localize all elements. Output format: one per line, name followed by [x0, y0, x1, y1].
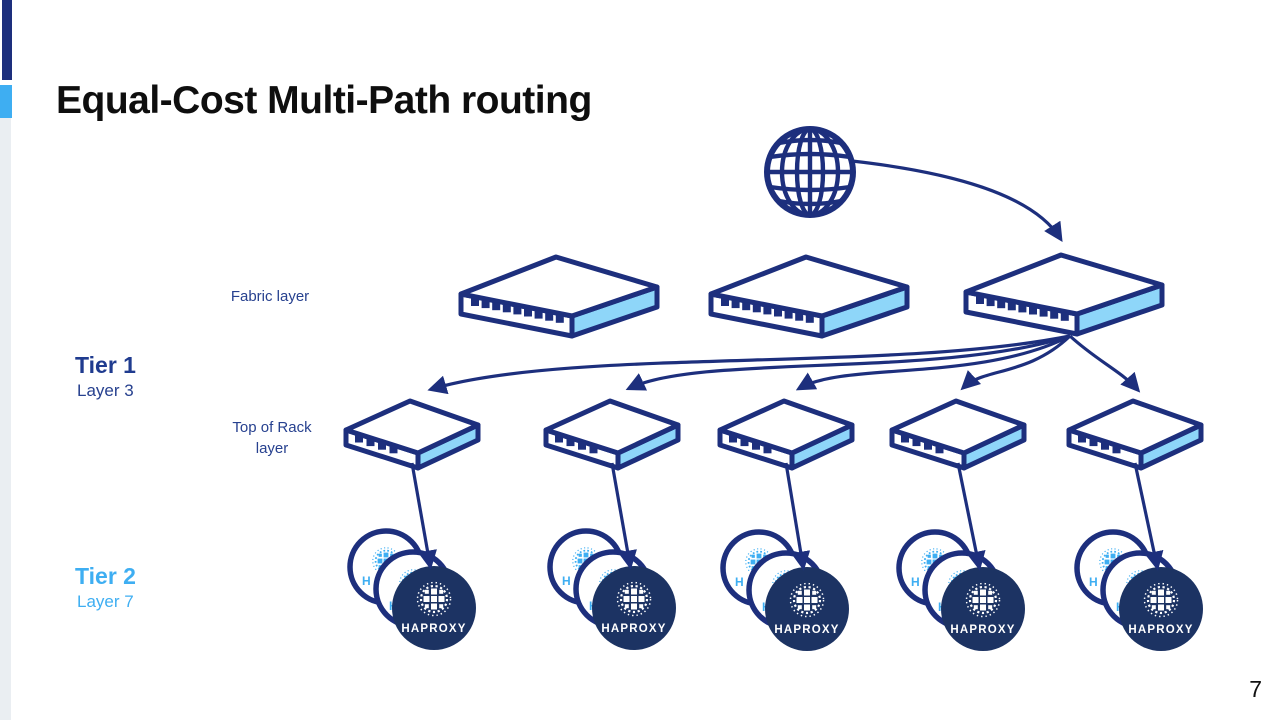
arrow-fabric-to-tor-4 [960, 334, 1072, 391]
haproxy-cluster: H H HAPROXY [896, 529, 1025, 651]
arrow-fabric-to-tor-3 [795, 334, 1071, 391]
haproxy-cluster: H H HAPROXY [720, 529, 849, 651]
haproxy-label: HAPROXY [950, 624, 1015, 636]
arrow-internet-to-fabric [851, 159, 1063, 243]
arrow-tor-to-haproxy-5 [1133, 462, 1164, 571]
arrow-tor-to-haproxy-3 [784, 462, 811, 571]
tor-switch-1 [346, 401, 478, 468]
arrow-fabric-to-tor-1 [427, 334, 1071, 395]
haproxy-cluster: H H HAPROXY [547, 528, 676, 650]
accent-bar-blue [0, 85, 12, 118]
fabric-switch-2 [711, 257, 907, 336]
fabric-switch-1 [461, 257, 657, 336]
arrow-tor-to-haproxy-4 [956, 462, 986, 571]
tier2-layer-label: Layer 7 [77, 592, 134, 611]
haproxy-clusters: H H HAPROXY H H [347, 528, 1203, 651]
tor-switch-5 [1069, 401, 1201, 468]
haproxy-partial-label: H [735, 575, 744, 589]
haproxy-partial-label: H [1089, 575, 1098, 589]
tor-switch-2 [546, 401, 678, 468]
tier2-label: Tier 2 [75, 563, 136, 589]
haproxy-label: HAPROXY [774, 624, 839, 636]
haproxy-cluster: H H HAPROXY [347, 528, 476, 650]
haproxy-node-front: HAPROXY [941, 567, 1025, 651]
top-of-rack-label: Top of Rack layer [232, 419, 312, 457]
arrow-fabric-to-tor-2 [625, 334, 1071, 391]
tor-switch-3 [720, 401, 852, 468]
haproxy-partial-label: H [362, 574, 371, 588]
haproxy-node-front: HAPROXY [592, 566, 676, 650]
fabric-switch-3 [966, 255, 1162, 334]
haproxy-label: HAPROXY [601, 623, 666, 635]
fabric-layer-label: Fabric layer [230, 288, 310, 305]
haproxy-node-front: HAPROXY [765, 567, 849, 651]
globe-icon [764, 126, 856, 218]
tor-switch-4 [892, 401, 1024, 468]
tier1-label: Tier 1 [75, 352, 136, 378]
flow-arrows [410, 159, 1164, 571]
arrow-tor-to-haproxy-2 [610, 462, 637, 570]
page-number: 7 [1249, 676, 1262, 702]
page-title: Equal-Cost Multi-Path routing [56, 79, 592, 122]
haproxy-cluster: H H HAPROXY [1074, 529, 1203, 651]
haproxy-label: HAPROXY [401, 623, 466, 635]
haproxy-partial-label: H [562, 574, 571, 588]
haproxy-label: HAPROXY [1128, 624, 1193, 636]
accent-bar-pale [0, 118, 11, 720]
tier1-layer-label: Layer 3 [77, 381, 134, 400]
haproxy-partial-label: H [911, 575, 920, 589]
arrow-fabric-to-tor-5 [1068, 334, 1141, 393]
accent-bar-navy [2, 0, 12, 80]
haproxy-node-front: HAPROXY [392, 566, 476, 650]
arrow-tor-to-haproxy-1 [410, 462, 437, 570]
haproxy-node-front: HAPROXY [1119, 567, 1203, 651]
